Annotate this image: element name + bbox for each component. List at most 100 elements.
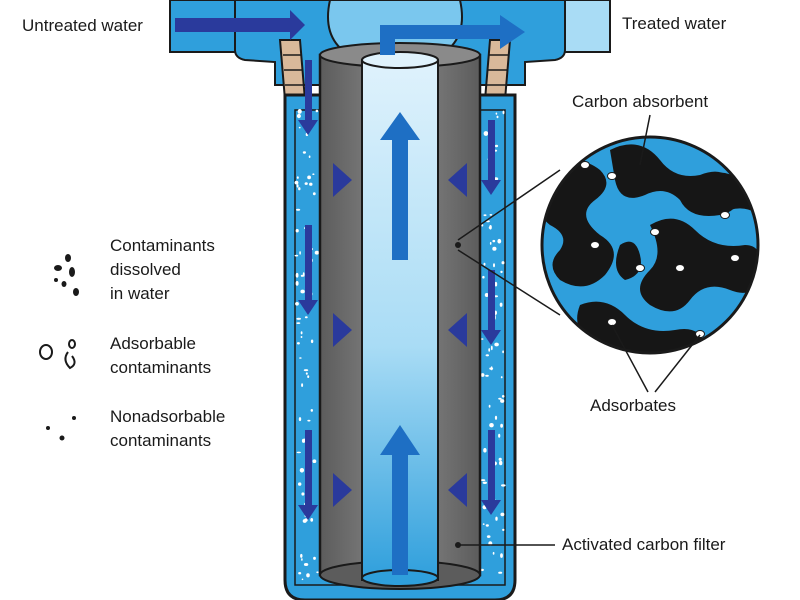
legend-nonadsorbable-line-1: Nonadsorbable — [110, 407, 226, 426]
speckle — [493, 263, 495, 268]
speckle — [484, 293, 489, 297]
speckle — [298, 482, 302, 486]
speckle — [294, 180, 299, 185]
speckle — [296, 208, 301, 211]
speckle — [312, 173, 315, 175]
speckle — [316, 571, 319, 574]
speckle — [499, 460, 503, 466]
outlet-arrow — [380, 15, 525, 55]
speckle — [303, 563, 309, 566]
down-arrow-right-3 — [481, 430, 501, 515]
up-arrow-lower — [380, 425, 420, 575]
right-fitting — [483, 39, 512, 101]
speckle — [298, 187, 301, 191]
speckle — [492, 239, 496, 243]
speckle — [309, 182, 313, 186]
speckle — [485, 354, 489, 357]
speckle — [495, 112, 498, 115]
speckle — [499, 302, 503, 307]
speckle — [502, 110, 505, 115]
speckle — [502, 350, 504, 354]
down-arrow-right-1 — [481, 120, 501, 195]
speckle — [301, 558, 303, 561]
speckle — [494, 415, 498, 420]
inward-arrow-left-2 — [333, 313, 352, 347]
speckle — [307, 175, 311, 180]
speckle — [488, 404, 491, 408]
speckle — [500, 270, 503, 274]
speckle — [492, 551, 495, 555]
speckle — [485, 524, 489, 527]
speckle — [312, 459, 317, 464]
speckle — [301, 492, 305, 496]
legend-nonadsorbable-line-2: contaminants — [110, 431, 212, 450]
speckle — [483, 448, 487, 453]
speckle — [307, 375, 310, 378]
speckle — [482, 275, 485, 279]
speckle — [295, 272, 299, 278]
speckle — [500, 399, 505, 403]
adsorbate-particle — [695, 330, 705, 338]
inward-arrow-right-3 — [448, 473, 467, 507]
speckle — [502, 528, 505, 532]
speckle — [483, 214, 487, 217]
speckle — [501, 484, 506, 487]
speckle — [480, 479, 486, 482]
speckle — [500, 553, 503, 558]
speckle — [312, 192, 316, 196]
legend-dissolved-line-2: dissolved — [110, 260, 181, 279]
speckle — [306, 573, 310, 578]
speckle — [492, 246, 497, 251]
speckle — [490, 366, 493, 371]
speckle — [482, 481, 487, 484]
down-arrow-right-2 — [481, 270, 501, 345]
speckle — [301, 578, 304, 581]
speckle — [296, 184, 299, 188]
speckle — [498, 397, 502, 400]
speckle — [488, 348, 491, 352]
speckle — [314, 250, 320, 255]
speckle — [310, 339, 314, 344]
activated-carbon-filter-label: Activated carbon filter — [562, 535, 726, 554]
adsorbate-particle — [650, 228, 660, 236]
speckle — [500, 376, 503, 379]
speckle — [299, 357, 302, 359]
adsorbates-label: Adsorbates — [590, 396, 676, 415]
adsorbate-particles — [580, 161, 740, 338]
speckle — [304, 182, 308, 185]
speckle — [315, 109, 319, 113]
legend-adsorbable-line-2: contaminants — [110, 358, 212, 377]
speckle — [500, 512, 505, 517]
legend-dissolved-line-3: in water — [110, 284, 170, 303]
speckle — [296, 342, 300, 345]
legend-nonadsorbable: Nonadsorbable contaminants — [110, 405, 225, 453]
legend-adsorbable: Adsorbable contaminants — [110, 332, 211, 380]
speckle — [485, 374, 489, 377]
speckle — [296, 451, 301, 454]
speckle — [299, 468, 305, 473]
speckle — [296, 317, 302, 320]
speckle — [296, 322, 301, 324]
adsorbate-particle — [590, 241, 600, 249]
speckle — [307, 419, 311, 422]
speckle — [303, 369, 309, 372]
carbon-absorbent-label: Carbon absorbent — [572, 92, 709, 111]
adsorbable-contaminants-icon — [39, 339, 76, 370]
speckle — [298, 417, 302, 422]
speckle — [501, 261, 505, 265]
inlet-arrow — [175, 10, 305, 40]
speckle — [480, 373, 485, 377]
speckle — [495, 516, 498, 521]
speckle — [310, 409, 313, 412]
inward-arrow-left-1 — [333, 163, 352, 197]
speckle — [304, 316, 308, 319]
speckle — [296, 176, 299, 179]
speckle — [483, 131, 489, 136]
speckle — [498, 433, 501, 438]
speckle — [494, 342, 499, 347]
treated-water-label: Treated water — [622, 14, 727, 33]
adsorbate-particle — [607, 318, 617, 326]
speckle — [305, 372, 308, 375]
adsorbate-particle — [580, 161, 590, 169]
